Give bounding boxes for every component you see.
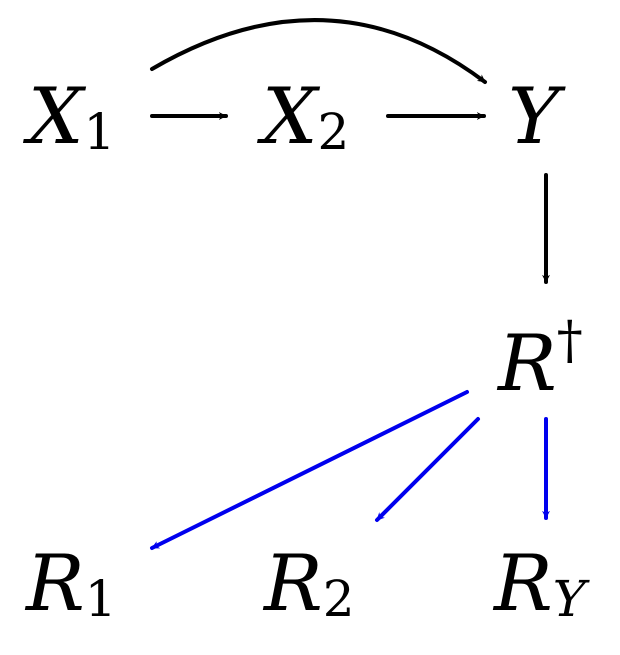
- node-ry-sub: Y: [553, 570, 590, 628]
- node-r1: R1: [24, 539, 117, 629]
- svg-text:R†: R†: [496, 311, 583, 409]
- node-x1-sub: 1: [84, 103, 116, 161]
- svg-text:Y: Y: [508, 72, 566, 162]
- svg-text:X1: X1: [22, 72, 115, 162]
- node-r-dagger: R†: [496, 311, 583, 409]
- edge-r-dagger-to-r2: [375, 417, 480, 522]
- node-ry: RY: [492, 539, 590, 629]
- node-y: Y: [508, 72, 566, 162]
- node-r1-main: R: [24, 539, 85, 629]
- edge-r-dagger-to-r1: [150, 390, 469, 550]
- node-x2-sub: 2: [318, 103, 350, 161]
- node-x2-main: X: [256, 72, 321, 162]
- node-r1-sub: 1: [85, 570, 117, 628]
- edge-x1-to-y-curved: [150, 18, 487, 84]
- svg-text:R2: R2: [262, 539, 355, 629]
- node-x1: X1: [22, 72, 115, 162]
- node-ry-main: R: [492, 539, 553, 629]
- svg-text:X2: X2: [256, 72, 349, 162]
- node-r2-sub: 2: [323, 570, 355, 628]
- svg-text:R1: R1: [24, 539, 117, 629]
- node-x1-main: X: [22, 72, 87, 162]
- node-y-main: Y: [508, 72, 566, 162]
- node-r2-main: R: [262, 539, 323, 629]
- node-r-dagger-main: R: [496, 319, 557, 409]
- node-r2: R2: [262, 539, 355, 629]
- node-x2: X2: [256, 72, 349, 162]
- svg-text:RY: RY: [492, 539, 590, 629]
- node-r-dagger-sup: †: [557, 311, 583, 371]
